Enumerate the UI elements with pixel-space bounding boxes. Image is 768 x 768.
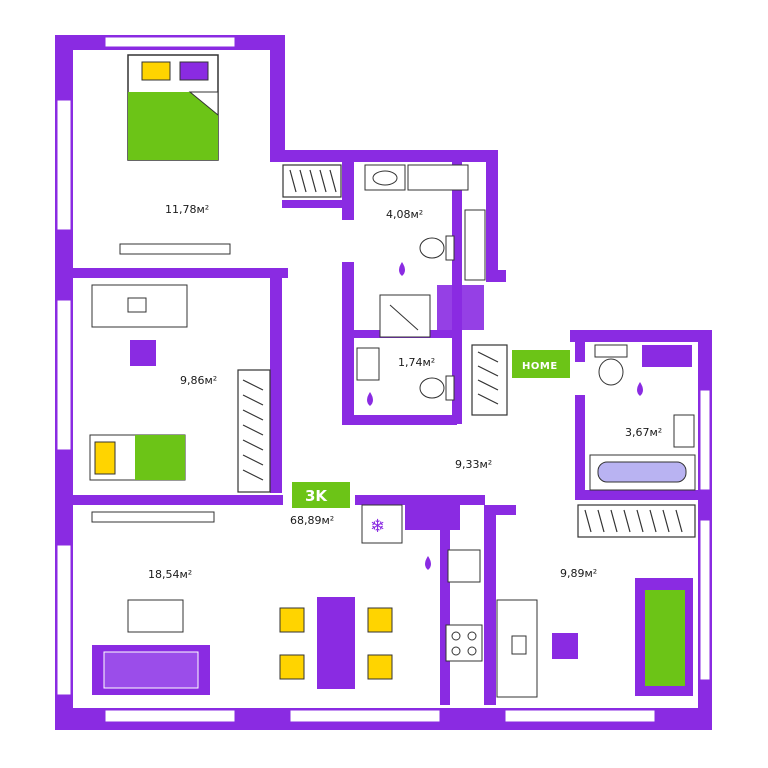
- water-drop-icon: [425, 556, 431, 570]
- riser: [464, 209, 486, 281]
- room-area-hall: 9,33м²: [455, 458, 492, 471]
- wardrobe-icon: [282, 164, 342, 198]
- bed-icon: [89, 434, 186, 481]
- desk: [91, 284, 188, 328]
- bathtub-icon: [589, 454, 696, 491]
- total-area: 68,89м²: [290, 514, 334, 527]
- monitor: [127, 297, 147, 313]
- closet-purple-2: [462, 285, 484, 330]
- wardrobe-icon: [577, 504, 696, 538]
- toilet-icon: [594, 344, 628, 386]
- sofa-icon: [635, 578, 693, 696]
- kitchen-sink: [447, 549, 481, 583]
- home-sign: HOME: [512, 350, 570, 378]
- sofa-icon: [92, 645, 210, 695]
- vanity: [407, 164, 469, 191]
- room-area-bedroom-2: 9,86м²: [180, 374, 217, 387]
- toilet-icon: [419, 375, 455, 401]
- bed-icon: [127, 54, 219, 161]
- bath-shelf: [642, 345, 692, 367]
- room-area-bathroom-1: 4,08м²: [386, 208, 423, 221]
- room-area-wc: 1,74м²: [398, 356, 435, 369]
- toilet-icon: [419, 235, 455, 261]
- fridge: [361, 504, 403, 544]
- chair: [552, 633, 578, 659]
- room-area-bedroom-3: 9,89м²: [560, 567, 597, 580]
- wardrobe-icon: [471, 344, 508, 416]
- water-drop-icon: [637, 382, 643, 396]
- sink-icon: [673, 414, 695, 448]
- windows: [56, 36, 711, 723]
- closet-purple: [437, 285, 452, 330]
- dining-table: [317, 597, 355, 689]
- water-drop-icon: [367, 392, 373, 406]
- water-drop-icon: [399, 262, 405, 276]
- shower-icon: [379, 294, 431, 338]
- chair: [130, 340, 156, 366]
- stove-icon: [445, 624, 483, 662]
- sink-icon: [364, 164, 406, 191]
- kitchen-cabinet: [405, 505, 460, 530]
- svg-text:3K: 3K: [305, 487, 328, 505]
- svg-text:HOME: HOME: [522, 361, 558, 372]
- coffee-table: [127, 599, 184, 633]
- room-area-living-kitchen: 18,54м²: [148, 568, 192, 581]
- sink-icon: [356, 347, 380, 381]
- monitor: [511, 635, 527, 655]
- apartment-type-badge: 3K: [292, 482, 350, 508]
- dining-chairs: [279, 607, 393, 680]
- wardrobe-icon: [237, 369, 271, 493]
- radiator: [91, 511, 215, 523]
- room-area-bedroom-1: 11,78м²: [165, 203, 209, 216]
- room-area-bathroom-2: 3,67м²: [625, 426, 662, 439]
- snowflake-icon: ❄: [370, 516, 385, 537]
- radiator: [119, 243, 231, 255]
